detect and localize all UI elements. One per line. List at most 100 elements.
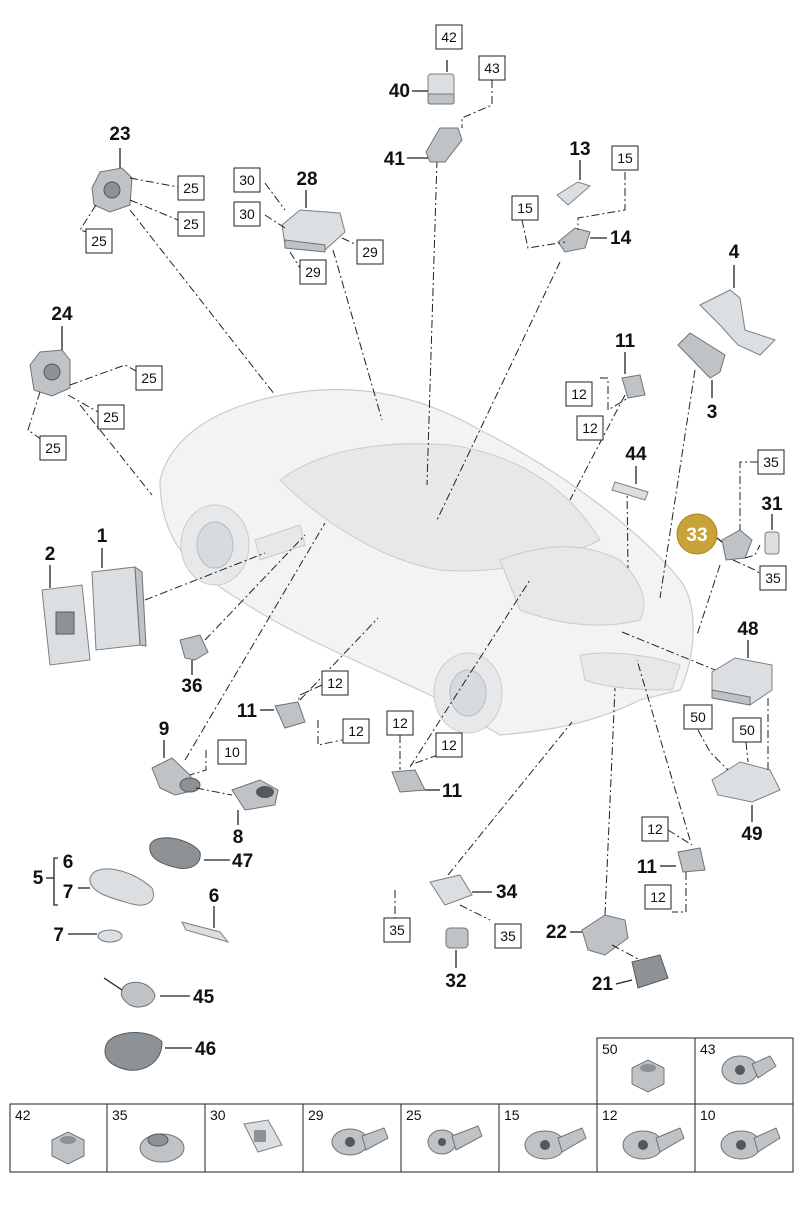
box-30-b: 30 [233,201,261,227]
svg-text:43: 43 [484,60,500,76]
nut-42-icon [51,1131,85,1165]
callout-labels: 40 41 23 28 13 14 4 24 11 3 44 31 1 2 48… [33,81,783,1060]
part-45-key-fob [103,977,156,1008]
svg-text:12: 12 [392,715,408,731]
callout-36: 36 [181,676,202,697]
part-4-bracket [699,289,776,356]
table-cell-35: 35 [112,1107,128,1123]
part-36-bracket [179,634,209,661]
box-35-a: 35 [757,449,785,475]
svg-text:25: 25 [45,440,61,456]
svg-text:25: 25 [183,216,199,232]
nut-50-icon [631,1059,665,1093]
svg-text:12: 12 [582,420,598,436]
callout-11-upper: 11 [615,331,636,352]
box-12-h: 12 [644,884,672,910]
part-34-bracket [429,874,473,906]
box-12-d: 12 [342,718,370,744]
callout-24: 24 [51,304,73,325]
box-15-b: 15 [511,195,539,221]
callout-28: 28 [296,169,317,190]
callout-41: 41 [384,149,406,170]
svg-text:15: 15 [617,150,633,166]
part-32-sensor [445,927,469,949]
svg-text:29: 29 [362,244,378,260]
bolt-43-icon [721,1055,777,1085]
svg-text:35: 35 [763,454,779,470]
callout-6-upper: 6 [63,852,74,873]
part-44-strip [611,481,649,501]
callout-23: 23 [109,124,130,145]
callout-31: 31 [761,494,783,515]
svg-text:15: 15 [517,200,533,216]
box-12-b: 12 [576,415,604,441]
part-13-sensor [556,181,591,206]
callout-33-highlight[interactable]: 33 [676,513,718,555]
callout-9: 9 [159,719,170,740]
box-35-d: 35 [494,923,522,949]
box-25-a: 25 [177,175,205,201]
box-29-b: 29 [299,259,327,285]
part-14-bracket [557,227,591,253]
box-50-a: 50 [683,704,713,730]
part-49-bracket [711,761,781,803]
box-15-a: 15 [611,145,639,171]
svg-text:25: 25 [91,233,107,249]
callout-7-lower: 7 [53,925,64,946]
part-6-emergency-key [181,921,230,943]
bolt-29-icon [331,1127,389,1156]
callout-13: 13 [569,139,590,160]
nut-35-icon [139,1133,185,1163]
bolt-12-icon [622,1127,685,1160]
callout-11-right: 11 [637,857,658,878]
bolt-15-icon [524,1127,587,1160]
part-22-bracket [581,914,629,956]
part-11-clip-center [391,769,426,793]
callout-48: 48 [737,619,758,640]
svg-text:25: 25 [183,180,199,196]
part-21-sensor [631,954,669,989]
svg-text:12: 12 [571,386,587,402]
callout-46: 46 [195,1039,216,1060]
part-3-sensor [677,332,726,379]
box-25-f: 25 [39,435,67,461]
table-cell-12: 12 [602,1107,618,1123]
callout-49: 49 [741,824,762,845]
table-cell-25: 25 [406,1107,422,1123]
svg-text:35: 35 [389,922,405,938]
callout-6-lower: 6 [209,886,220,907]
part-46-key-case [104,1032,163,1071]
callout-33: 33 [686,525,707,546]
part-8-sensor-housing [231,779,279,811]
svg-text:30: 30 [239,172,255,188]
box-25-e: 25 [97,404,125,430]
svg-text:12: 12 [647,821,663,837]
box-35-c: 35 [383,917,411,943]
clip-30-icon [243,1119,283,1153]
box-12-c: 12 [321,670,349,696]
part-1-control-module [91,565,147,651]
svg-text:10: 10 [224,744,240,760]
box-43: 43 [478,55,506,81]
svg-text:25: 25 [141,370,157,386]
svg-text:25: 25 [103,409,119,425]
callout-3: 3 [707,402,718,423]
boxed-references: 42 43 15 15 25 25 25 30 30 29 29 25 25 2… [39,24,787,949]
box-12-g: 12 [641,816,669,842]
box-12-a: 12 [565,381,593,407]
box-10: 10 [217,739,247,765]
part-28-control-unit [281,209,346,253]
callout-7-upper: 7 [63,882,74,903]
callout-22: 22 [546,922,567,943]
table-cell-29: 29 [308,1107,324,1123]
car-outline [159,388,694,736]
callout-47: 47 [232,851,253,872]
box-25-b: 25 [177,211,205,237]
table-cell-30: 30 [210,1107,226,1123]
callout-5: 5 [33,868,44,889]
callout-34: 34 [496,882,518,903]
part-40-sensor [427,73,455,105]
part-7-battery [97,929,123,943]
part-6-7-key [89,868,154,906]
hardware-table: 50 43 42 35 30 29 25 15 12 10 [9,1037,794,1173]
